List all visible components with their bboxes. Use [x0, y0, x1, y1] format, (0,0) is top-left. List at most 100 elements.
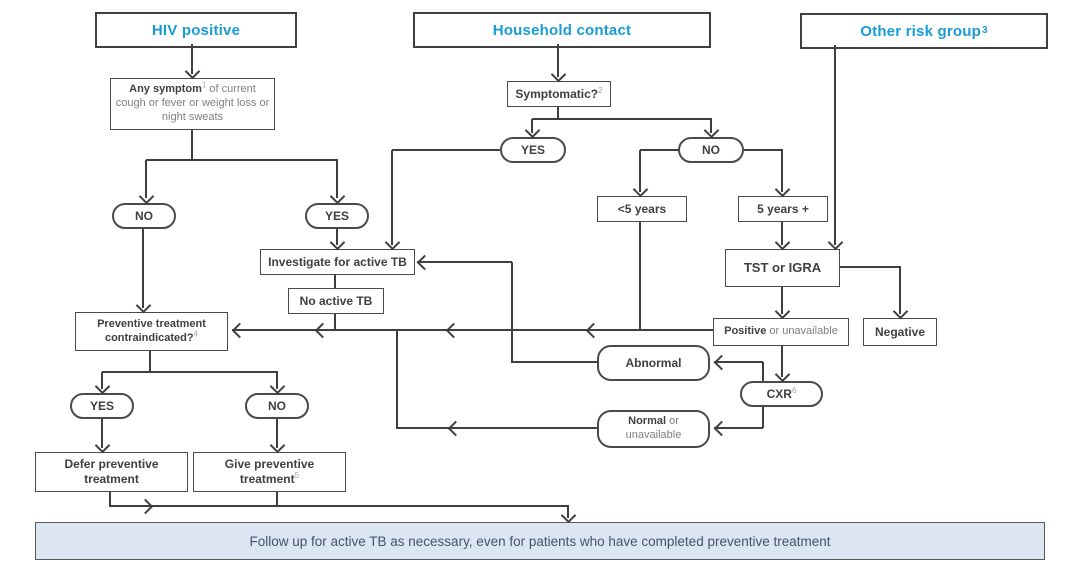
- node-yes-contraindicated: YES: [70, 393, 134, 419]
- connector-line: [336, 160, 338, 198]
- connector-line: [511, 262, 513, 363]
- arrowhead-down: [632, 181, 649, 198]
- arrowhead-down: [94, 378, 111, 395]
- connector-line: [101, 372, 103, 389]
- hiv-positive-label: HIV positive: [151, 21, 241, 39]
- connector-line: [334, 314, 336, 331]
- arrowhead-left: [231, 322, 248, 339]
- node-no-symptom: NO: [112, 203, 176, 229]
- arrowhead-right: [137, 498, 154, 515]
- node-any-symptom: Any symptom1 of current cough or fever o…: [110, 78, 275, 130]
- node-cxr: CXR6: [740, 381, 823, 407]
- connector-line: [512, 361, 597, 363]
- arrowhead-down: [560, 507, 577, 524]
- arrowhead-down: [138, 188, 155, 205]
- node-no-symptomatic: NO: [678, 137, 744, 163]
- node-negative: Negative: [863, 318, 937, 346]
- node-household-contact: Household contact: [413, 12, 711, 48]
- connector-line: [276, 419, 278, 448]
- connector-line: [101, 419, 103, 448]
- node-tst-or-igra: TST or IGRA: [725, 249, 840, 287]
- connector-line: [102, 371, 278, 373]
- connector-line: [557, 107, 559, 120]
- connector-line: [191, 44, 193, 74]
- connector-line: [834, 45, 836, 245]
- arrowhead-down: [524, 122, 541, 139]
- connector-line: [640, 149, 678, 151]
- connector-line: [334, 275, 336, 288]
- arrowhead-down: [827, 234, 844, 251]
- connector-line: [336, 229, 338, 245]
- connector-line: [145, 160, 147, 198]
- connector-line: [110, 505, 569, 507]
- connector-line: [899, 267, 901, 314]
- connector-line: [762, 407, 764, 428]
- connector-line: [149, 351, 151, 372]
- connector-line: [781, 150, 783, 192]
- arrowhead-left: [314, 322, 331, 339]
- node-no-contraindicated: NO: [245, 393, 309, 419]
- connector-line: [639, 150, 641, 192]
- connector-line: [710, 119, 712, 133]
- connector-line: [396, 330, 398, 429]
- connector-line: [276, 372, 278, 389]
- household-contact-label: Household contact: [492, 21, 632, 39]
- footnote-ref-2: 2: [598, 85, 603, 95]
- connector-line: [417, 261, 512, 263]
- connector-line: [392, 149, 500, 151]
- connector-line: [391, 150, 393, 245]
- arrowhead-down: [892, 303, 909, 320]
- arrowhead-down: [774, 366, 791, 383]
- connector-line: [557, 44, 559, 77]
- footnote-ref-6: 6: [791, 385, 797, 395]
- arrowhead-down: [269, 437, 286, 454]
- arrowhead-down: [384, 234, 401, 251]
- arrowhead-left: [585, 322, 602, 339]
- arrowhead-left: [445, 322, 462, 339]
- node-abnormal: Abnormal: [597, 345, 710, 381]
- arrowhead-down: [269, 378, 286, 395]
- connector-line: [232, 329, 713, 331]
- node-normal-or-unavailable: Normal or unavailable: [597, 410, 710, 448]
- arrowhead-down: [94, 437, 111, 454]
- connector-line: [714, 361, 763, 363]
- node-defer-preventive-treatment: Defer preventive treatment: [35, 452, 188, 492]
- arrowhead-down: [774, 181, 791, 198]
- footnote-ref-1: 1: [201, 80, 207, 90]
- arrowhead-down: [184, 63, 201, 80]
- connector-line: [397, 427, 597, 429]
- connector-line: [714, 427, 763, 429]
- banner-follow-up: Follow up for active TB as necessary, ev…: [35, 522, 1045, 560]
- arrowhead-down: [329, 188, 346, 205]
- connector-line: [639, 222, 641, 330]
- node-no-active-tb: No active TB: [288, 288, 384, 314]
- footnote-ref-5: 5: [294, 471, 300, 480]
- node-positive-or-unavailable: Positive or unavailable: [713, 318, 849, 346]
- node-5-years-plus: 5 years +: [738, 196, 828, 222]
- connector-line: [276, 492, 278, 507]
- node-symptomatic: Symptomatic?2: [507, 81, 611, 107]
- connector-line: [840, 266, 901, 268]
- connector-line: [744, 149, 783, 151]
- arrowhead-left: [416, 254, 433, 271]
- node-investigate-active-tb: Investigate for active TB: [260, 249, 415, 275]
- connector-line: [781, 222, 783, 245]
- arrowhead-down: [703, 122, 720, 139]
- connector-line: [781, 346, 783, 377]
- footnote-ref-4: 4: [193, 328, 199, 338]
- connector-line: [781, 287, 783, 314]
- node-under-5-years: <5 years: [597, 196, 687, 222]
- connector-line: [146, 159, 338, 161]
- node-yes-symptom: YES: [305, 203, 369, 229]
- arrowhead-down: [774, 234, 791, 251]
- other-risk-group-label: Other risk group: [860, 22, 981, 40]
- connector-line: [142, 229, 144, 308]
- arrowhead-down: [550, 66, 567, 83]
- connector-line: [567, 506, 569, 518]
- arrowhead-down: [135, 297, 152, 314]
- node-yes-symptomatic: YES: [500, 137, 566, 163]
- connector-line: [531, 119, 533, 133]
- arrowhead-left: [447, 420, 464, 437]
- node-give-preventive-treatment: Give preventive treatment5: [193, 452, 346, 492]
